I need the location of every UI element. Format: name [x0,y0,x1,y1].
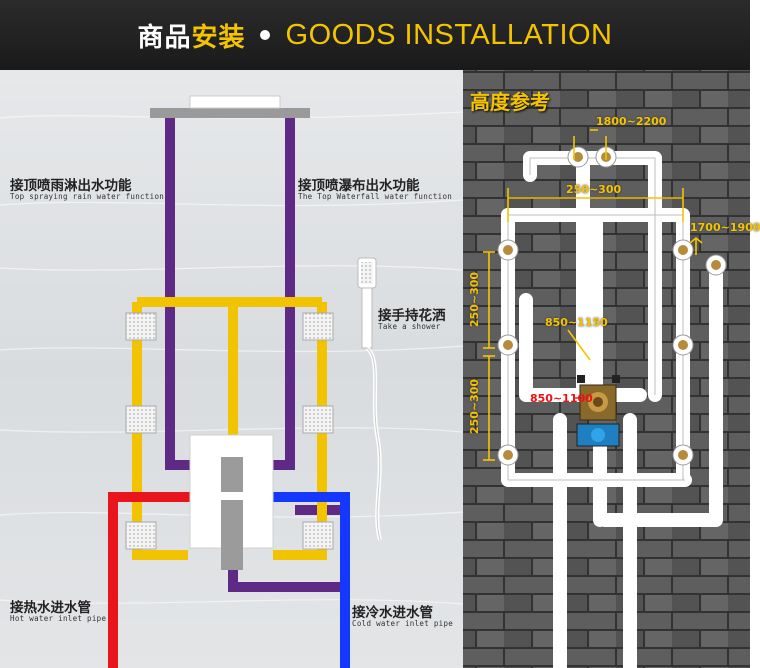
label-hand-shower-cn: 接手持花洒 [378,308,446,324]
dim-1700-1900: 1700~1900 [690,221,760,234]
cold-water-pipe [273,492,350,668]
label-top-waterfall-en: The Top Waterfall water function [298,192,453,201]
ceiling-bar [150,108,310,118]
label-hot-inlet-cn: 接热水进水管 [10,600,91,616]
hand-shower [357,257,382,541]
ceiling-shower-plate [189,95,281,109]
pipe-fittings [497,146,727,466]
brass-valve [576,375,620,447]
header-bar: 商品安装 GOODS INSTALLATION [0,0,750,70]
marble-veins [0,111,464,605]
header-dot [259,30,270,40]
label-top-rain-cn: 接顶喷雨淋出水功能 [10,178,132,194]
header-title-cn-2: 安装 [191,22,246,53]
label-cold-inlet-cn: 接冷水进水管 [352,605,433,621]
label-cold-inlet-en: Cold water inlet pipe [352,619,454,628]
header-title-en: GOODS INSTALLATION [285,18,613,51]
body-jet-left-3 [125,521,157,550]
body-jets [125,312,334,550]
dim-250-300-horizontal: 250~300 [566,183,622,196]
header-title-cn-1: 商品 [137,22,192,53]
hot-water-pipe [108,492,190,668]
dim-850-1100: 850~1100 [530,392,593,405]
dim-1800-2200: 1800~2200 [596,115,667,128]
valve-lower [221,500,243,570]
height-reference-title: 高度参考 [470,90,550,114]
body-jet-left-2 [125,405,157,434]
dimension-lines [483,129,703,461]
label-hot-inlet-en: Hot water inlet pipe [10,614,107,623]
body-jet-right-2 [302,405,334,434]
yellow-pipes [132,297,327,560]
body-jet-right-1 [302,312,334,341]
valve-upper [221,457,243,492]
dim-250-300-vertical-upper: 250~300 [468,271,482,328]
label-hand-shower-en: Take a shower [378,322,441,331]
label-top-rain-en: Top spraying rain water function [10,192,165,201]
body-jet-left-1 [125,312,157,341]
label-top-waterfall-cn: 接顶喷瀑布出水功能 [298,178,420,194]
dim-850-1150: 850~1150 [545,316,608,329]
dim-250-300-vertical-lower: 250~300 [468,378,482,435]
body-jet-right-3 [302,521,334,550]
